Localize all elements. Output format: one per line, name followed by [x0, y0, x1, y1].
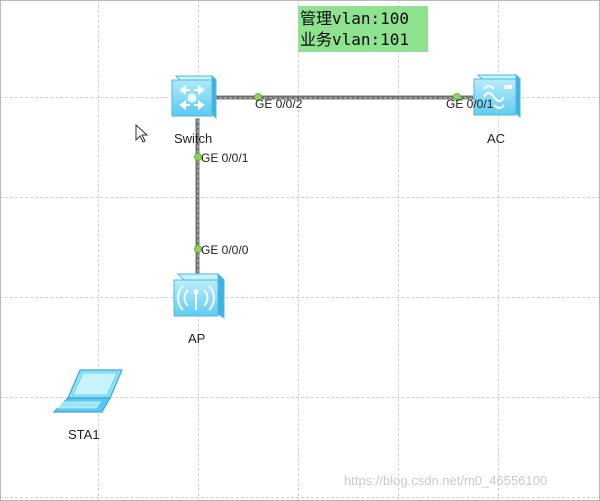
grid-line: [498, 0, 499, 501]
access-point-icon: [173, 272, 226, 319]
grid-line: [398, 0, 399, 501]
switch-label: Switch: [174, 131, 213, 146]
sta1-device[interactable]: [52, 366, 124, 421]
vlan-note[interactable]: 管理vlan:100 业务vlan:101: [298, 6, 428, 52]
port-label-switch-ge002: GE 0/0/2: [255, 97, 303, 111]
sta1-label: STA1: [68, 427, 100, 442]
ac-device[interactable]: [470, 71, 522, 126]
port-dot-ac-ge001[interactable]: [453, 93, 461, 101]
port-label-switch-ge001: GE 0/0/1: [201, 151, 249, 165]
ac-label: AC: [487, 131, 506, 146]
grid-line: [0, 497, 600, 498]
port-label-ap-ge000: GE 0/0/0: [201, 243, 249, 257]
mouse-cursor-icon: [135, 124, 149, 143]
access-controller-icon: [473, 73, 522, 119]
laptop-icon: [52, 369, 123, 413]
switch-icon: [171, 74, 218, 120]
grid-line: [0, 397, 600, 398]
grid-line: [298, 0, 299, 501]
vlan-note-line-1: 管理vlan:100: [300, 9, 410, 28]
grid-line: [0, 197, 600, 198]
switch-device[interactable]: [168, 72, 218, 127]
ap-label: AP: [188, 331, 206, 346]
ap-device[interactable]: [172, 270, 228, 327]
link-switch-ac[interactable]: [212, 95, 474, 100]
grid-line: [98, 0, 99, 501]
watermark: https://blog.csdn.net/m0_46556100: [344, 473, 548, 488]
vlan-note-line-2: 业务vlan:101: [300, 30, 410, 49]
port-dot-switch-ge002[interactable]: [254, 93, 262, 101]
port-dot-ap-ge000[interactable]: [194, 245, 202, 253]
grid-line: [0, 297, 600, 298]
port-dot-switch-ge001[interactable]: [194, 153, 202, 161]
port-label-ac-ge001: GE 0/0/1: [446, 97, 494, 111]
